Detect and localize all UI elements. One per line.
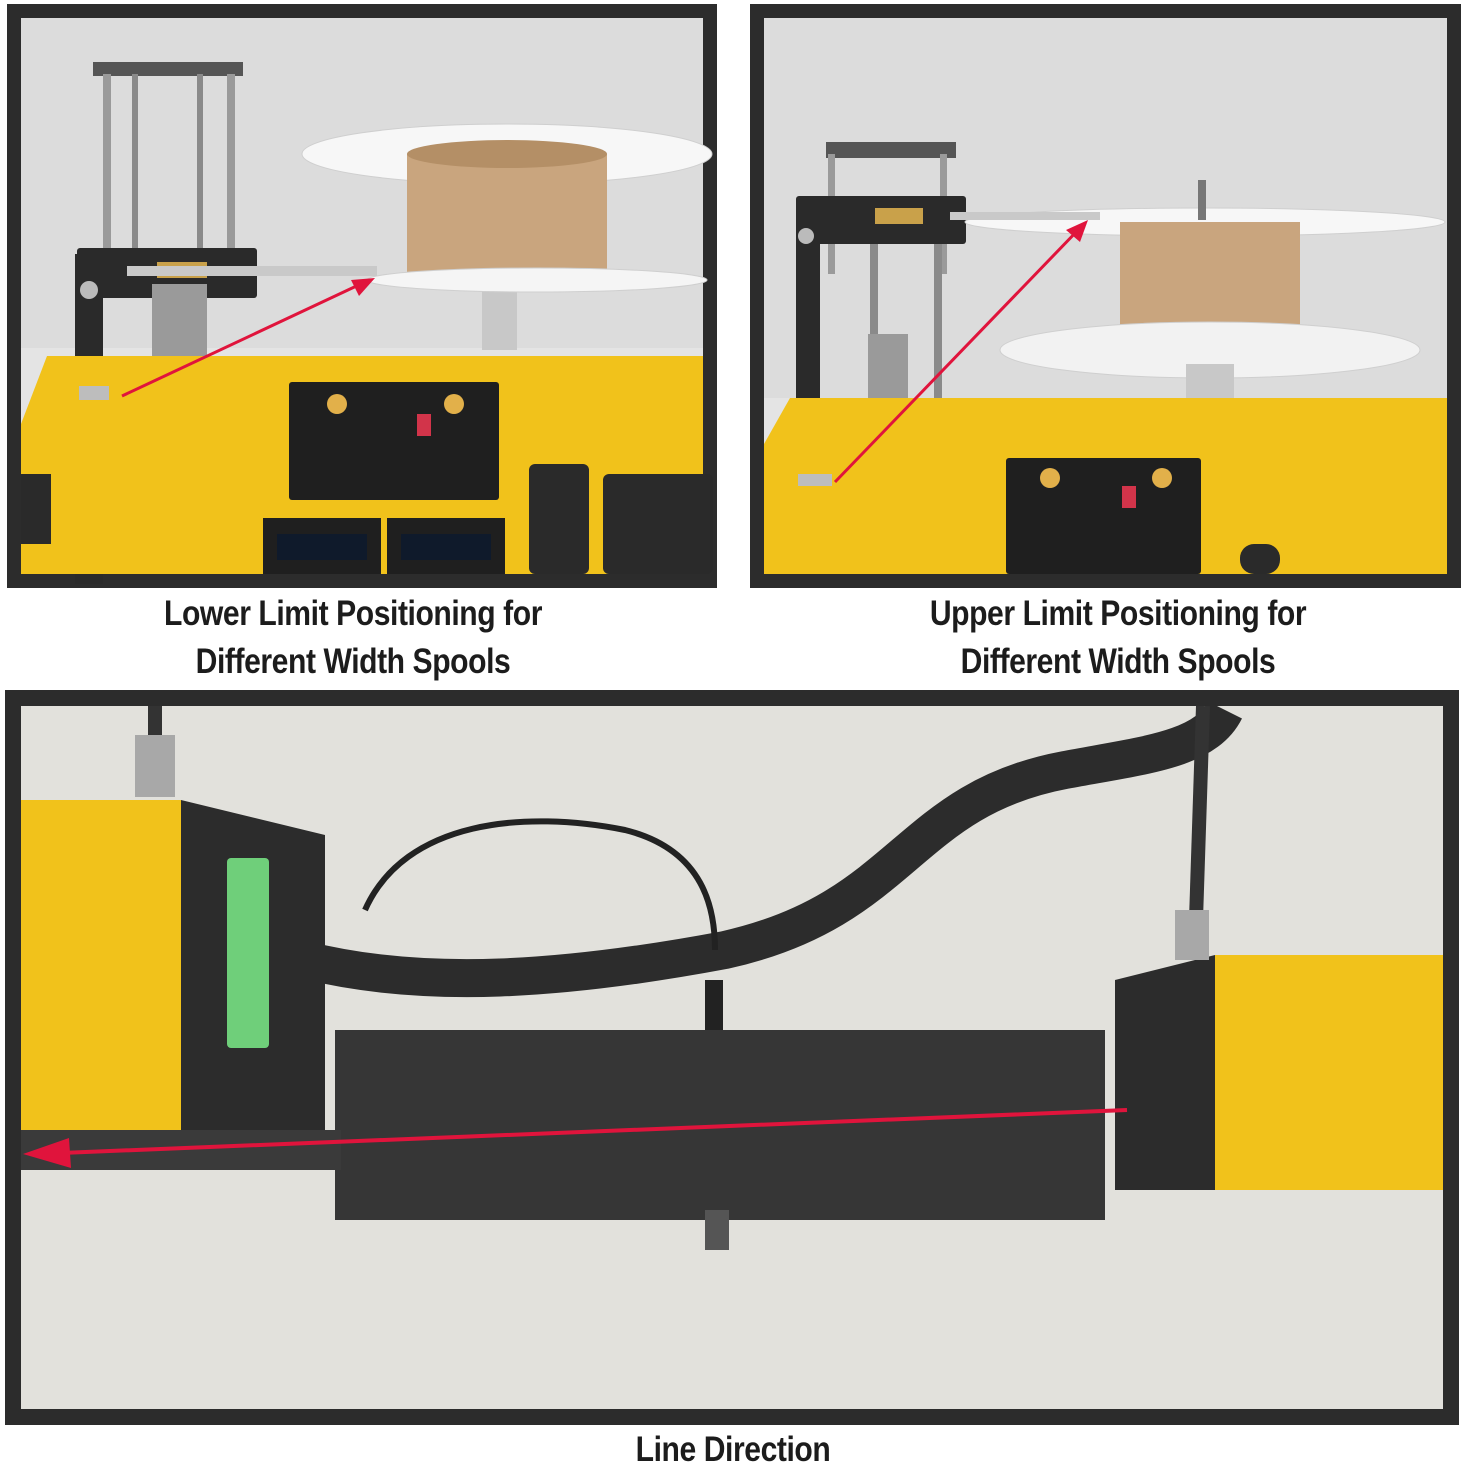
control-panel: [289, 382, 499, 500]
upper-limit-arrow: [833, 226, 1082, 484]
caption-upper-limit-line2: Different Width Spools: [960, 642, 1276, 681]
round-cable: [362, 818, 718, 951]
right-yellow-box: [1215, 955, 1443, 1190]
control-panel: [1006, 458, 1201, 574]
caption-lower-limit-line2: Different Width Spools: [195, 642, 511, 681]
green-terminal-block: [227, 858, 269, 1048]
line-direction-photo: [21, 700, 1443, 1409]
flat-cable: [300, 700, 1242, 998]
line-direction-arrow: [60, 1108, 1128, 1155]
photo-line-direction: [5, 690, 1459, 1425]
photo-lower-limit-positioning: [7, 4, 717, 588]
caption-upper-limit-line1: Upper Limit Positioning for: [929, 594, 1307, 633]
paper-spool-core: [407, 154, 607, 276]
photo-upper-limit-positioning: [750, 4, 1461, 588]
lower-limit-arrow: [121, 280, 366, 398]
caption-upper-limit: Upper Limit Positioning for Different Wi…: [814, 590, 1421, 686]
machine-photo-lower-limit: [21, 18, 713, 584]
caption-lower-limit-line1: Lower Limit Positioning for: [163, 594, 542, 633]
machine-photo-upper-limit: [764, 18, 1447, 574]
top-rod-plate: [93, 62, 243, 76]
caption-line-direction: Line Direction: [429, 1426, 1036, 1474]
caption-line-direction-text: Line Direction: [635, 1430, 831, 1469]
left-yellow-box: [21, 800, 181, 1135]
caption-lower-limit: Lower Limit Positioning for Different Wi…: [49, 590, 656, 686]
